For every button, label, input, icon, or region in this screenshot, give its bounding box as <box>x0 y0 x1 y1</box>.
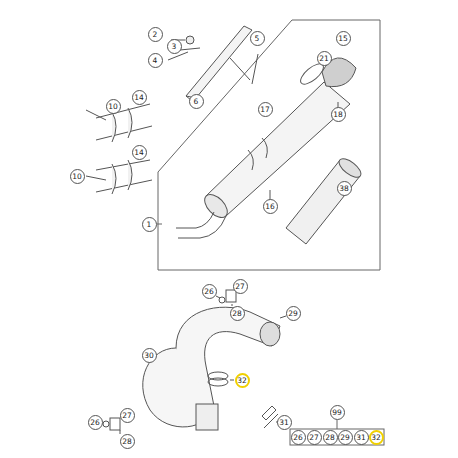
callout-number: 17 <box>258 102 273 117</box>
callout-number: 14 <box>132 90 147 105</box>
callout-number: 10 <box>106 99 121 114</box>
callout-number: 29 <box>286 306 301 321</box>
callout-number: 1 <box>142 217 157 232</box>
callout-number: 26 <box>202 284 217 299</box>
callout-number: 32 <box>235 373 250 388</box>
callout-number: 28 <box>323 430 338 445</box>
callout-number: 26 <box>88 415 103 430</box>
callout-number: 10 <box>70 169 85 184</box>
callout-number: 18 <box>331 107 346 122</box>
callout-number: 27 <box>120 408 135 423</box>
callout-number: 28 <box>120 434 135 449</box>
callout-number: 31 <box>354 430 369 445</box>
callout-number: 6 <box>189 94 204 109</box>
callout-number: 27 <box>307 430 322 445</box>
callout-number: 27 <box>233 279 248 294</box>
callout-number: 99 <box>330 405 345 420</box>
callout-number: 4 <box>148 53 163 68</box>
callout-number: 21 <box>317 51 332 66</box>
callout-number: 15 <box>336 31 351 46</box>
callout-number: 2 <box>148 27 163 42</box>
callout-number: 26 <box>291 430 306 445</box>
callout-number: 16 <box>263 199 278 214</box>
callout-number: 28 <box>230 306 245 321</box>
callout-number: 5 <box>250 31 265 46</box>
callout-number: 3 <box>167 39 182 54</box>
callout-number: 38 <box>337 181 352 196</box>
callout-number: 29 <box>338 430 353 445</box>
callout-number: 32 <box>369 430 384 445</box>
callout-number: 30 <box>142 348 157 363</box>
callout-number: 31 <box>277 415 292 430</box>
callout-number: 14 <box>132 145 147 160</box>
